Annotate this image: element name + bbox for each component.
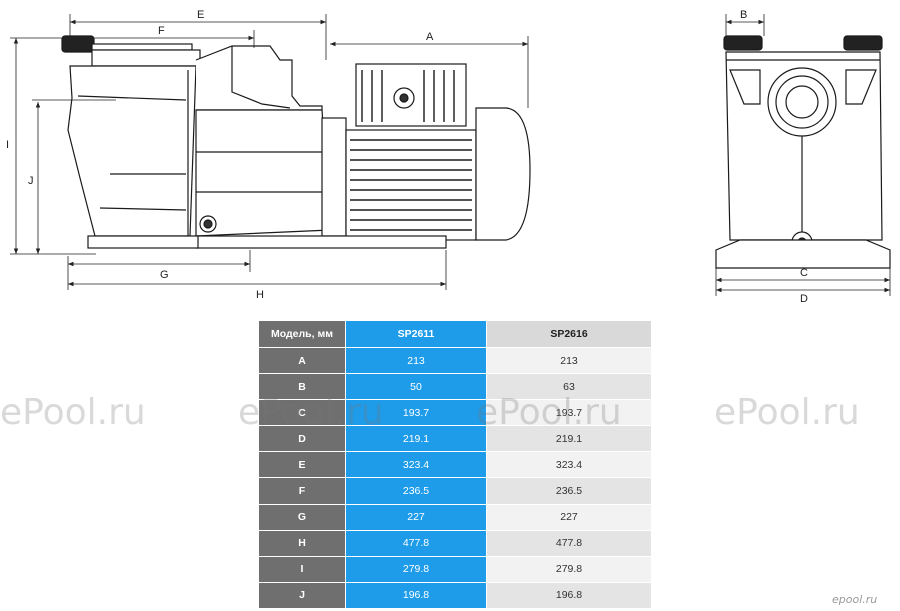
row-label: I bbox=[258, 555, 346, 583]
cell-sp2611: 219.1 bbox=[345, 425, 487, 453]
dim-label-d: D bbox=[800, 293, 808, 305]
row-label: C bbox=[258, 399, 346, 427]
dim-label-e: E bbox=[197, 9, 204, 21]
header-sp2611: SP2611 bbox=[345, 320, 487, 348]
cell-sp2611: 193.7 bbox=[345, 399, 487, 427]
cell-sp2616: 279.8 bbox=[486, 555, 652, 583]
cell-sp2616: 236.5 bbox=[486, 477, 652, 505]
cell-sp2616: 477.8 bbox=[486, 529, 652, 557]
cell-sp2611: 323.4 bbox=[345, 451, 487, 479]
dim-label-a: A bbox=[426, 31, 434, 43]
cell-sp2611: 213 bbox=[345, 346, 487, 375]
dim-label-i: I bbox=[6, 139, 9, 151]
cell-sp2611: 477.8 bbox=[345, 529, 487, 557]
watermark: ePool.ru bbox=[0, 392, 146, 433]
watermark: ePool.ru bbox=[714, 392, 860, 433]
site-logo: epool.ru bbox=[832, 593, 878, 606]
cell-sp2611: 50 bbox=[345, 373, 487, 401]
row-label: F bbox=[258, 477, 346, 505]
dim-label-c: C bbox=[800, 267, 808, 279]
pump-dimension-drawing: E F A I J G H B C D bbox=[6, 9, 891, 305]
cell-sp2611: 227 bbox=[345, 503, 487, 531]
header-model: Модель, мм bbox=[258, 320, 346, 348]
cell-sp2616: 227 bbox=[486, 503, 652, 531]
cell-sp2616: 213 bbox=[486, 346, 652, 375]
cell-sp2611: 279.8 bbox=[345, 555, 487, 583]
row-label: D bbox=[258, 425, 346, 453]
row-label: J bbox=[258, 581, 346, 609]
cell-sp2616: 196.8 bbox=[486, 581, 652, 609]
cell-sp2611: 236.5 bbox=[345, 477, 487, 505]
dim-label-h: H bbox=[256, 289, 264, 301]
cell-sp2616: 323.4 bbox=[486, 451, 652, 479]
row-label: A bbox=[258, 346, 346, 375]
dim-label-b: B bbox=[740, 9, 747, 21]
cell-sp2611: 196.8 bbox=[345, 581, 487, 609]
cell-sp2616: 219.1 bbox=[486, 425, 652, 453]
pump-side-view bbox=[61, 35, 531, 249]
cell-sp2616: 193.7 bbox=[486, 399, 652, 427]
table-header-row: Модель, мм SP2611 SP2616 bbox=[258, 320, 652, 348]
dim-label-j: J bbox=[28, 175, 34, 187]
dim-label-f: F bbox=[158, 25, 165, 37]
row-label: E bbox=[258, 451, 346, 479]
row-label: G bbox=[258, 503, 346, 531]
cell-sp2616: 63 bbox=[486, 373, 652, 401]
dim-label-g: G bbox=[160, 269, 169, 281]
header-sp2616: SP2616 bbox=[486, 320, 652, 348]
pump-front-view bbox=[715, 35, 891, 269]
row-label: H bbox=[258, 529, 346, 557]
row-label: B bbox=[258, 373, 346, 401]
